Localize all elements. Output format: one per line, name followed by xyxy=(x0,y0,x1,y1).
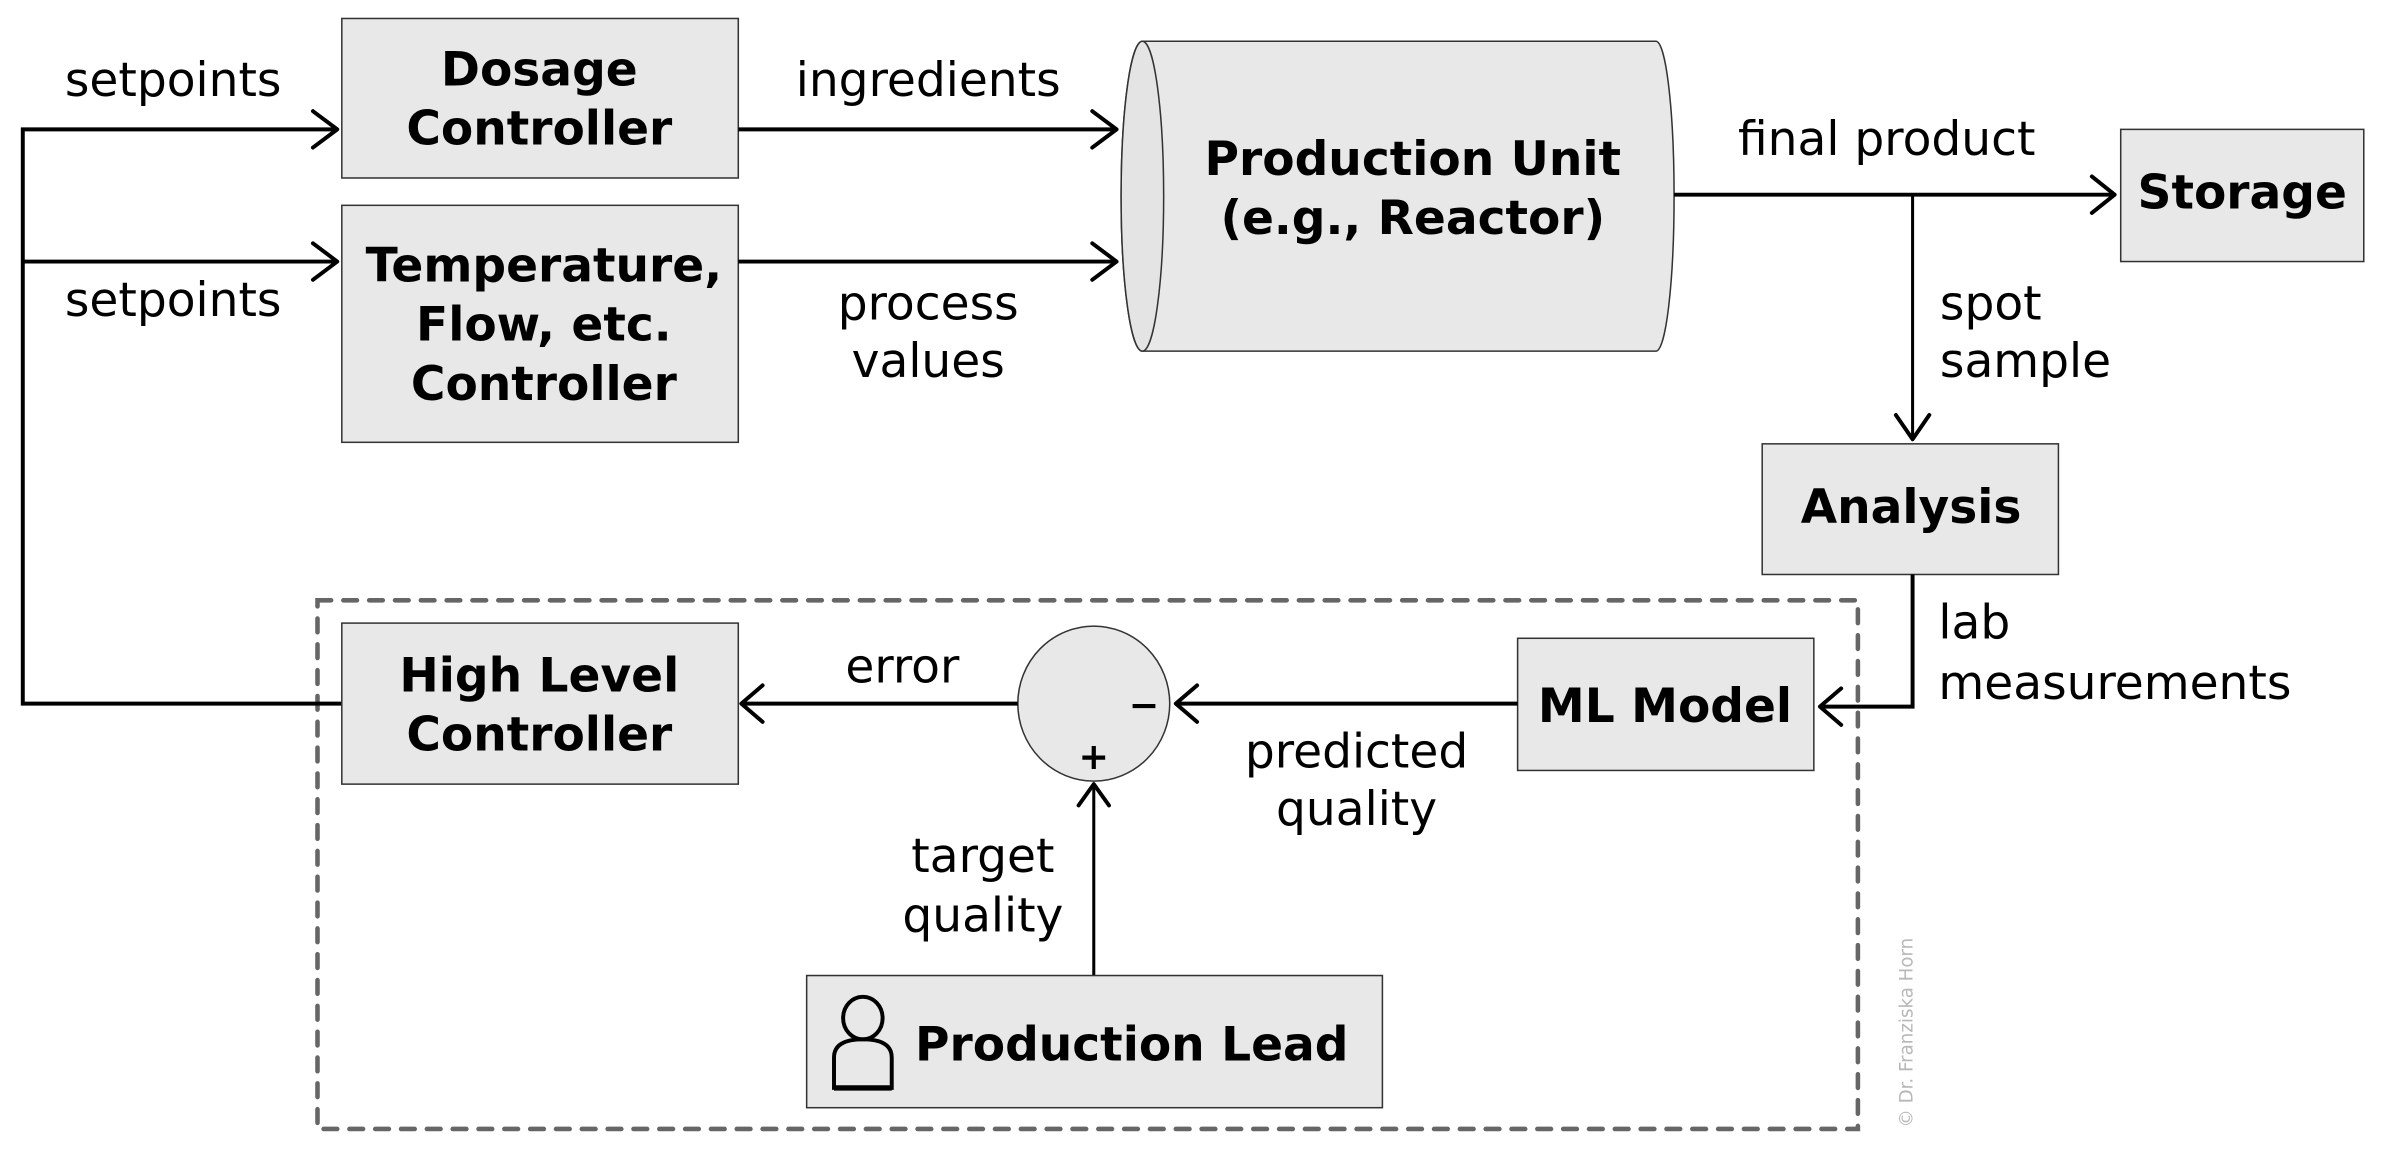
dosage-controller-label-2: Controller xyxy=(406,102,673,157)
dosage-controller-node[interactable]: Dosage Controller xyxy=(341,17,740,179)
edge-label-process-values-2: values xyxy=(852,334,1005,389)
temperature-controller-label-3: Controller xyxy=(411,357,678,412)
edge-label-lab-measurements-2: measurements xyxy=(1938,656,2291,711)
storage-label: Storage xyxy=(2138,165,2347,220)
copyright-text: © Dr. Franziska Horn xyxy=(1897,938,1918,1128)
temperature-controller-node[interactable]: Temperature, Flow, etc. Controller xyxy=(341,204,740,444)
high-level-controller-label-2: Controller xyxy=(406,708,673,763)
edge-label-target-quality-1: target xyxy=(911,829,1054,884)
arrow-to-comparator-icon xyxy=(1173,683,1200,724)
comparator-node[interactable]: − + xyxy=(1017,625,1171,782)
edge-label-lab-measurements-1: lab xyxy=(1938,595,2010,650)
edge-label-setpoints-bottom: setpoints xyxy=(65,273,282,328)
analysis-node[interactable]: Analysis xyxy=(1761,443,2060,576)
temperature-controller-label-1: Temperature, xyxy=(366,238,723,293)
high-level-controller-label-1: High Level xyxy=(399,648,679,703)
analysis-label: Analysis xyxy=(1801,480,2022,535)
arrow-to-analysis-icon xyxy=(1893,412,1932,442)
person-icon xyxy=(832,994,894,1091)
storage-node[interactable]: Storage xyxy=(2119,128,2365,263)
edge-label-process-values-1: process xyxy=(838,276,1019,331)
edge-label-spot-sample-2: sample xyxy=(1940,334,2111,389)
lab-measurements-wire xyxy=(1819,574,1915,709)
ml-model-node[interactable]: ML Model xyxy=(1516,637,1815,772)
production-lead-node[interactable]: Production Lead xyxy=(805,974,1384,1109)
production-unit-node[interactable]: Production Unit (e.g., Reactor) xyxy=(1120,40,1675,352)
production-lead-label: Production Lead xyxy=(915,1018,1348,1073)
edge-label-predicted-quality-1: predicted xyxy=(1245,724,1468,779)
feedback-wire xyxy=(20,127,344,706)
production-unit-label-2: (e.g., Reactor) xyxy=(1220,191,1605,246)
high-level-controller-node[interactable]: High Level Controller xyxy=(341,622,740,785)
control-loop-boundary xyxy=(315,598,1861,1132)
edge-label-error: error xyxy=(845,639,960,694)
arrow-to-storage-icon xyxy=(2089,174,2117,215)
arrow-to-temperature-icon xyxy=(310,241,340,282)
dosage-controller-label-1: Dosage xyxy=(441,42,638,97)
edge-label-setpoints-top: setpoints xyxy=(65,53,282,108)
edge-label-predicted-quality-2: quality xyxy=(1276,782,1437,837)
arrow-to-unit-ingredients-icon xyxy=(1090,109,1119,150)
comparator-minus-sign: − xyxy=(1129,683,1160,726)
production-unit-label-1: Production Unit xyxy=(1205,132,1621,187)
comparator-plus-sign: + xyxy=(1079,735,1110,778)
arrow-to-dosage-icon xyxy=(310,109,340,150)
ml-model-label: ML Model xyxy=(1538,679,1792,734)
edge-label-target-quality-2: quality xyxy=(902,888,1063,943)
arrow-to-ml-model-icon xyxy=(1817,686,1844,727)
arrow-to-comparator-plus-icon xyxy=(1076,782,1111,808)
arrow-to-high-level-controller-icon xyxy=(739,683,765,724)
edge-label-ingredients: ingredients xyxy=(796,53,1061,108)
edge-label-spot-sample-1: spot xyxy=(1940,276,2042,331)
arrow-to-unit-process-icon xyxy=(1090,241,1119,282)
edge-label-final-product: final product xyxy=(1738,112,2035,167)
temperature-controller-label-2: Flow, etc. xyxy=(416,298,672,353)
